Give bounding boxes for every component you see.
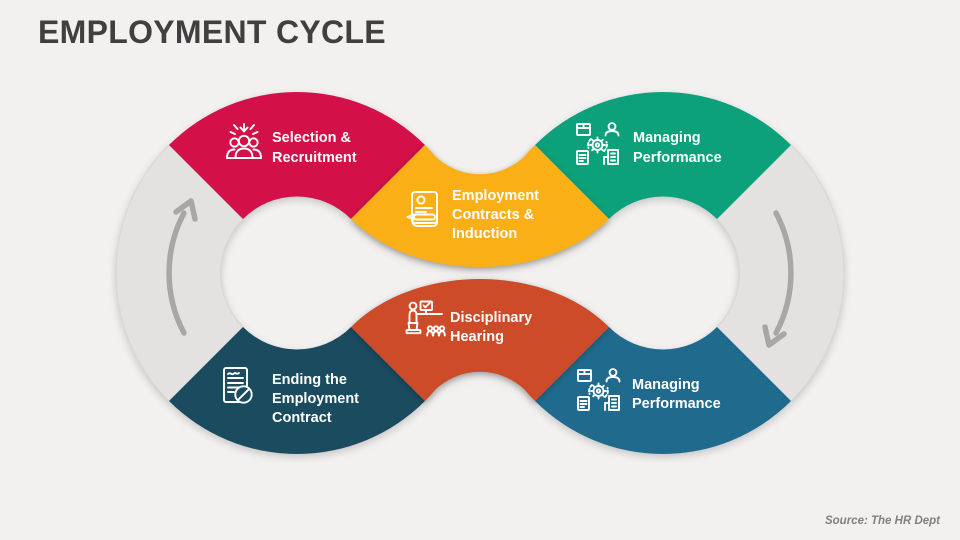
label-employment-contracts-line2: Contracts &	[452, 207, 535, 223]
right-downward-arrow	[773, 210, 794, 336]
label-ending-contract-line2: Employment	[272, 391, 359, 407]
label-ending-contract-line3: Contract	[272, 410, 332, 426]
page-title: EMPLOYMENT CYCLE	[38, 14, 386, 50]
top-bridge	[351, 145, 609, 267]
label-ending-contract-line1: Ending the	[272, 372, 347, 388]
label-selection-recruitment-line1: Selection &	[272, 130, 351, 146]
ending-contract-icon	[223, 367, 253, 404]
gray-segment-left	[115, 144, 244, 402]
source-credit: Source: The HR Dept	[824, 515, 940, 527]
gray-segment-right	[716, 144, 845, 402]
segment-employment-contracts-induction	[351, 145, 609, 267]
label-disciplinary-hearing-line2: Hearing	[450, 329, 504, 345]
segment-managing-performance-top	[535, 91, 791, 219]
label-managing-performance-top-line1: Managing	[633, 130, 701, 146]
label-managing-performance-bottom-line2: Performance	[632, 396, 721, 412]
right-downward-arrowhead	[762, 324, 787, 348]
label-selection-recruitment-line2: Recruitment	[272, 150, 357, 166]
segment-ending-employment-contract	[169, 327, 425, 455]
label-employment-contracts-line3: Induction	[452, 226, 517, 242]
selection-recruitment-icon	[226, 123, 262, 159]
left-upward-arrowhead	[173, 198, 198, 222]
label-managing-performance-top-line2: Performance	[633, 150, 722, 166]
label-disciplinary-hearing-line1: Disciplinary	[450, 310, 532, 326]
segment-selection-recruitment	[169, 91, 425, 219]
contract-scroll-icon	[406, 191, 438, 227]
label-managing-performance-bottom-line1: Managing	[632, 377, 700, 393]
infinity-loop	[115, 91, 845, 455]
left-upward-arrow	[166, 210, 187, 336]
disciplinary-hearing-icon	[405, 300, 446, 337]
label-employment-contracts-line1: Employment	[452, 188, 539, 204]
segment-managing-performance-bottom	[535, 327, 791, 455]
